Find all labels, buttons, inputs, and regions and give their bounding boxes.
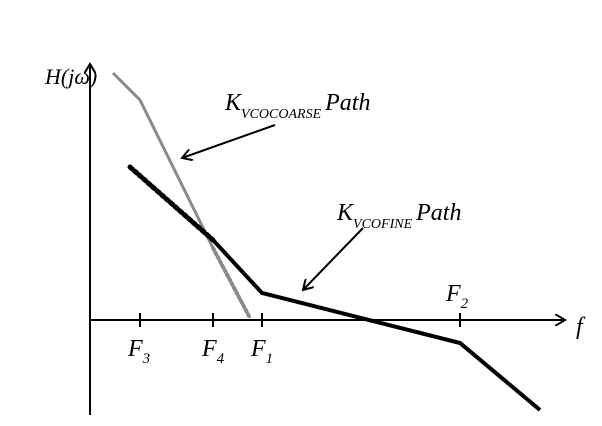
fine-arrow <box>303 227 364 290</box>
tick-label-f2: F2 <box>445 281 469 312</box>
coarse-path-dotted <box>211 246 252 320</box>
tick-label-f3: F3 <box>127 336 150 367</box>
tick-label-f4: F4 <box>201 336 225 367</box>
tick-label-f1: F1 <box>250 336 273 367</box>
coarse-arrow <box>182 124 276 158</box>
tick-marks <box>139 313 461 327</box>
y-axis-label: H(jω) <box>44 64 97 89</box>
fine-path-curve <box>211 238 542 412</box>
x-axis-label: f <box>576 314 586 340</box>
coarse-path-curve <box>111 71 215 249</box>
fine-path-dotted <box>127 164 216 243</box>
